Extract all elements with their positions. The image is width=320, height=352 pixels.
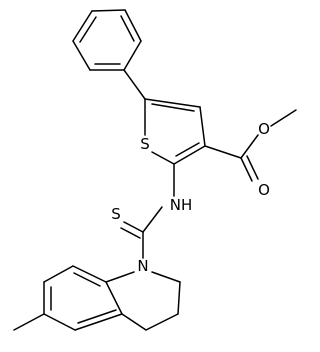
bond	[199, 106, 206, 147]
methyl-ester-group	[204, 109, 297, 182]
atom-label-nitrogen-nh: NH	[170, 196, 193, 214]
atom-label-oxygen-ester: O	[258, 120, 270, 138]
atom-label-sulfur-ring: S	[140, 135, 150, 153]
bond	[121, 313, 147, 331]
bond	[270, 109, 297, 127]
bond	[173, 145, 206, 165]
bond	[72, 10, 93, 42]
bond	[204, 145, 242, 159]
phenyl-ring	[72, 9, 142, 71]
thiophene-ring	[144, 98, 206, 165]
double-bond-line	[79, 16, 97, 43]
bond	[13, 313, 45, 331]
bond	[123, 221, 144, 233]
bond	[123, 40, 142, 71]
double-bond-line	[77, 309, 117, 324]
bond	[72, 265, 107, 283]
double-bond-line	[175, 142, 200, 157]
bond	[151, 151, 175, 165]
double-bond-line	[120, 15, 135, 42]
double-bond-line	[246, 155, 259, 180]
bond	[151, 271, 181, 283]
atom-label-nitrogen-ring: N	[137, 257, 148, 275]
double-bond-line	[151, 103, 195, 112]
bond	[91, 9, 126, 12]
bond	[123, 69, 146, 100]
bond	[105, 271, 135, 283]
double-bond-line	[120, 227, 141, 239]
bond	[145, 313, 179, 331]
bond	[144, 98, 201, 108]
bond	[124, 9, 142, 42]
bond	[74, 313, 123, 331]
bond	[105, 281, 123, 315]
bond	[177, 281, 181, 315]
bond	[43, 265, 74, 283]
atom-label-sulfur-thioamide: S	[111, 205, 121, 223]
bond	[142, 206, 163, 233]
double-bond-line	[73, 272, 101, 287]
bond	[240, 134, 259, 159]
bond	[240, 157, 253, 182]
thioamide-group	[120, 206, 163, 259]
bond	[43, 313, 76, 331]
bond	[72, 40, 91, 71]
atom-label-oxygen-carbonyl: O	[258, 181, 270, 199]
tetrahydroquinoline	[13, 265, 181, 331]
